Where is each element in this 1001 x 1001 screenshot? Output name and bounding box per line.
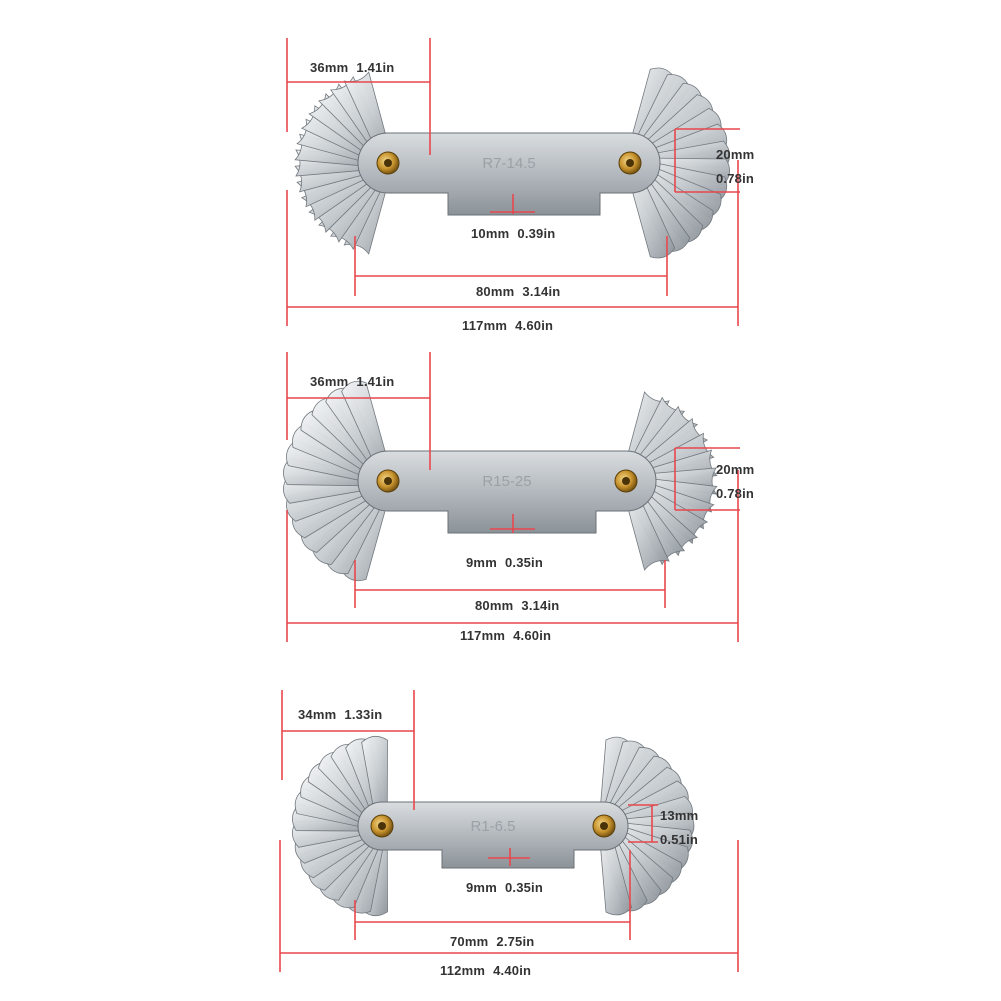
gauge-1-slot-width-label: 10mm 0.39in (471, 226, 555, 241)
gauge-1-overall-length-mm: 117mm (462, 318, 508, 333)
gauge-2-left-rivet-hole (384, 477, 392, 485)
gauge-3-head-width-in: 1.33in (344, 707, 383, 722)
gauge-3-slot-width-label: 9mm 0.35in (466, 880, 543, 895)
gauge-3-blade-height-label: 13mm 0.51in (660, 804, 698, 852)
gauge-2-head-width-label: 36mm 1.41in (310, 374, 394, 389)
gauge-3-blade-height-in: 0.51in (660, 832, 699, 847)
gauge-3-pivot-span-mm: 70mm (450, 934, 489, 949)
gauge-2-overall-length-label: 117mm 4.60in (460, 628, 551, 643)
radius-gauge-2: R15-25 (283, 380, 718, 582)
gauge-1-overall-length-label: 117mm 4.60in (462, 318, 553, 333)
gauge-2-blade-height-label: 20mm 0.78in (716, 458, 754, 506)
gauge-1-holder-body (357, 132, 661, 216)
gauge-2-slot-width-in: 0.35in (504, 555, 544, 570)
gauge-3-right-rivet-hole (600, 822, 608, 830)
gauge-1-head-width-mm: 36mm (310, 60, 349, 75)
gauge-3-holder-body (357, 801, 629, 869)
gauge-3-pivot-span-in: 2.75in (496, 934, 535, 949)
gauge-1-blade-height-label: 20mm 0.78in (716, 143, 754, 191)
gauge-1-head-width-in: 1.41in (356, 60, 395, 75)
radius-gauge-3: R1-6.5 (292, 735, 695, 917)
gauge-2-head-width-mm: 36mm (310, 374, 349, 389)
gauge-1-slot-width-mm: 10mm (471, 226, 510, 241)
gauge-1-engraving: R7-14.5 (482, 155, 535, 172)
gauge-2-blade-height-in: 0.78in (716, 486, 755, 501)
gauge-2-pivot-span-in: 3.14in (521, 598, 560, 613)
gauge-1-head-width-label: 36mm 1.41in (310, 60, 394, 75)
gauge-2-overall-length-in: 4.60in (513, 628, 552, 643)
gauge-1-left-rivet-hole (384, 159, 392, 167)
gauge-2-head-width-in: 1.41in (356, 374, 395, 389)
gauge-1-slot-width-in: 0.39in (517, 226, 556, 241)
gauge-3-overall-length-in: 4.40in (493, 963, 532, 978)
gauge-2-pivot-span-mm: 80mm (475, 598, 514, 613)
gauge-3-slot-width-mm: 9mm (466, 880, 497, 895)
gauge-2-pivot-span-label: 80mm 3.14in (475, 598, 559, 613)
gauge-3-overall-length-label: 112mm 4.40in (440, 963, 531, 978)
gauge-3-pivot-span-label: 70mm 2.75in (450, 934, 534, 949)
gauge-2-slot-width-mm: 9mm (466, 555, 497, 570)
gauge-3-slot-width-in: 0.35in (504, 880, 544, 895)
gauge-3-overall-length-mm: 112mm (440, 963, 486, 978)
gauge-1-blade-height-in: 0.78in (716, 171, 755, 186)
gauge-1-pivot-span-in: 3.14in (522, 284, 561, 299)
gauge-1-pivot-span-label: 80mm 3.14in (476, 284, 560, 299)
gauge-2-right-rivet-hole (622, 477, 630, 485)
gauge-3-engraving: R1-6.5 (470, 818, 515, 835)
gauge-2-holder-body (357, 450, 657, 534)
gauge-1-overall-length-in: 4.60in (515, 318, 554, 333)
radius-gauge-1: R7-14.5 (294, 67, 730, 259)
gauge-3-left-rivet-hole (378, 822, 386, 830)
gauge-2-overall-length-mm: 117mm (460, 628, 506, 643)
gauge-1-right-rivet-hole (626, 159, 634, 167)
gauge-3-head-width-label: 34mm 1.33in (298, 707, 382, 722)
gauge-2-engraving: R15-25 (482, 473, 531, 490)
gauge-3-head-width-mm: 34mm (298, 707, 337, 722)
gauge-1-blade-height-mm: 20mm (716, 147, 755, 162)
gauge-2-slot-width-label: 9mm 0.35in (466, 555, 543, 570)
gauge-1-pivot-span-mm: 80mm (476, 284, 515, 299)
gauge-2-blade-height-mm: 20mm (716, 462, 755, 477)
gauge-3-blade-height-mm: 13mm (660, 808, 699, 823)
